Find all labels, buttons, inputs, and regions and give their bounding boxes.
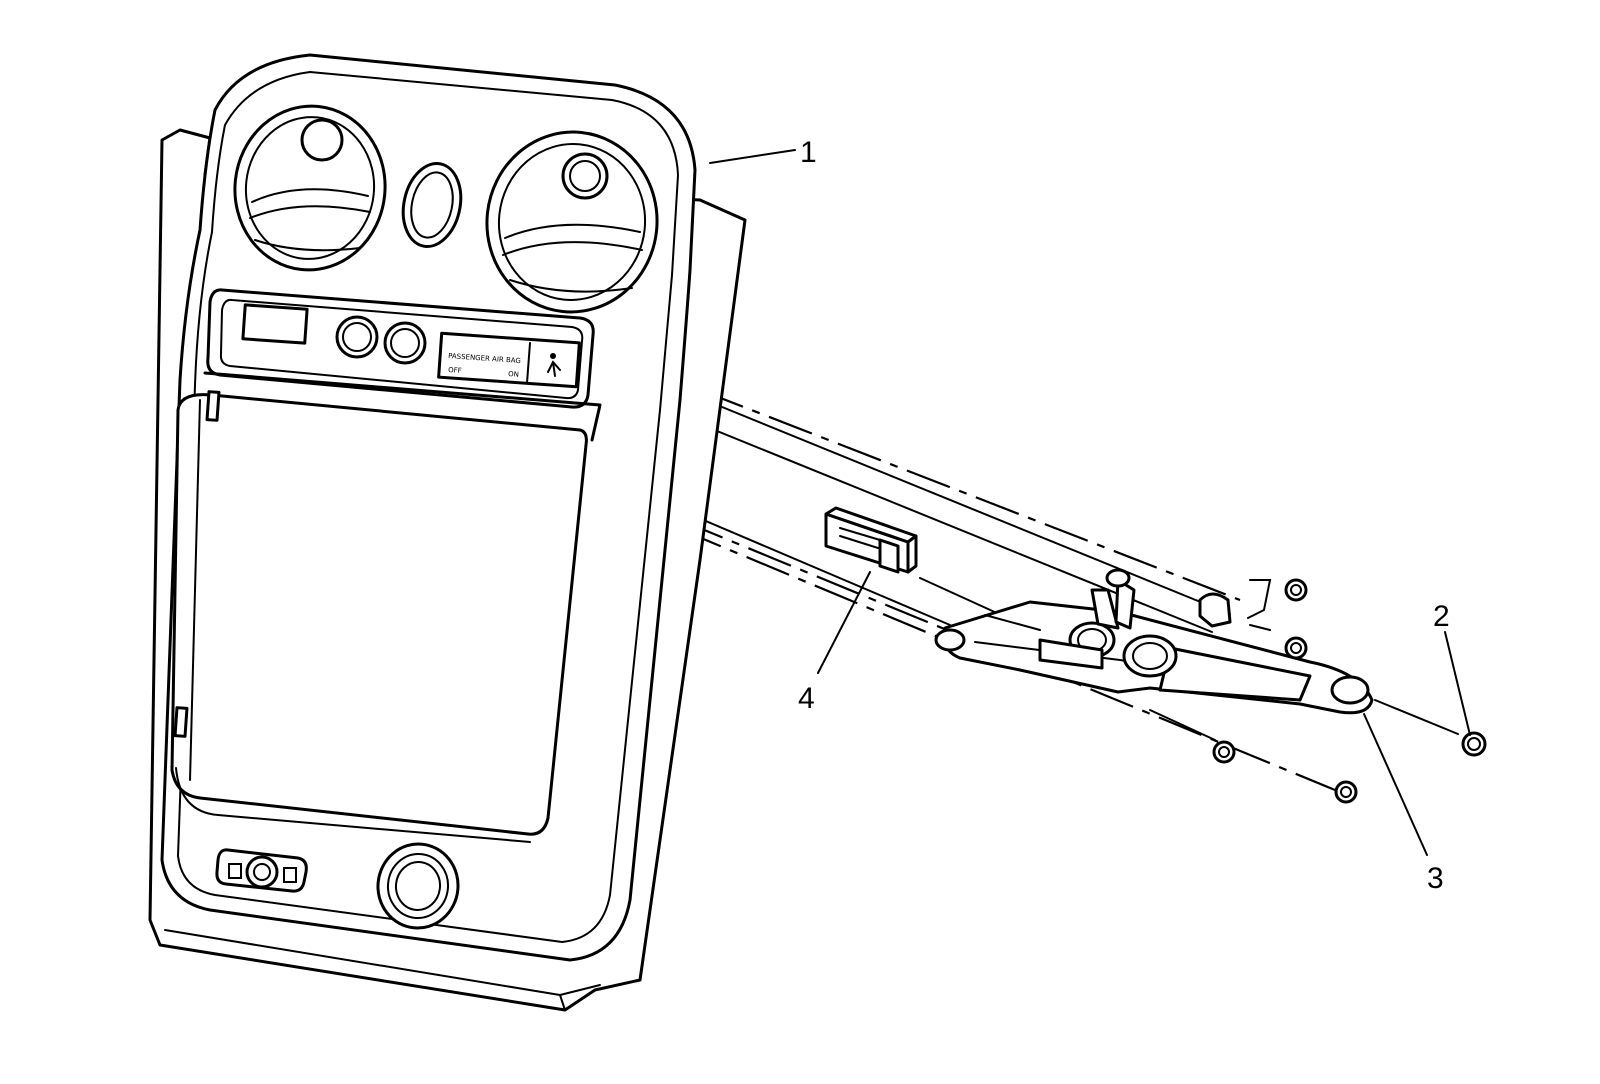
seat-occupant-icon xyxy=(547,353,561,377)
console-bezel: PASSENGER AIR BAG OFF ON xyxy=(148,53,747,1012)
fasteners xyxy=(1212,578,1487,804)
leader-lines xyxy=(709,149,1471,856)
power-outlet xyxy=(376,842,460,930)
callout-2: 2 xyxy=(1433,600,1450,633)
switch-panel: PASSENGER AIR BAG OFF ON xyxy=(206,288,595,409)
callout-4: 4 xyxy=(798,682,815,715)
fastener-part-2 xyxy=(1461,731,1487,757)
bracket-part-3 xyxy=(934,568,1374,715)
fastener xyxy=(1212,740,1236,764)
fastener xyxy=(1284,636,1308,660)
radio-opening xyxy=(170,371,602,843)
lower-switch xyxy=(215,848,308,893)
fastener xyxy=(1284,578,1308,602)
connector-part-4 xyxy=(824,506,918,574)
callout-3: 3 xyxy=(1427,862,1444,895)
airbag-on-label: ON xyxy=(508,370,519,379)
fastener xyxy=(1334,780,1358,804)
right-air-vent xyxy=(485,130,659,314)
explode-lines xyxy=(609,388,1459,792)
hazard-oval xyxy=(401,162,463,248)
airbag-off-label: OFF xyxy=(448,366,462,375)
left-air-vent xyxy=(233,104,387,272)
callout-1: 1 xyxy=(800,136,817,169)
